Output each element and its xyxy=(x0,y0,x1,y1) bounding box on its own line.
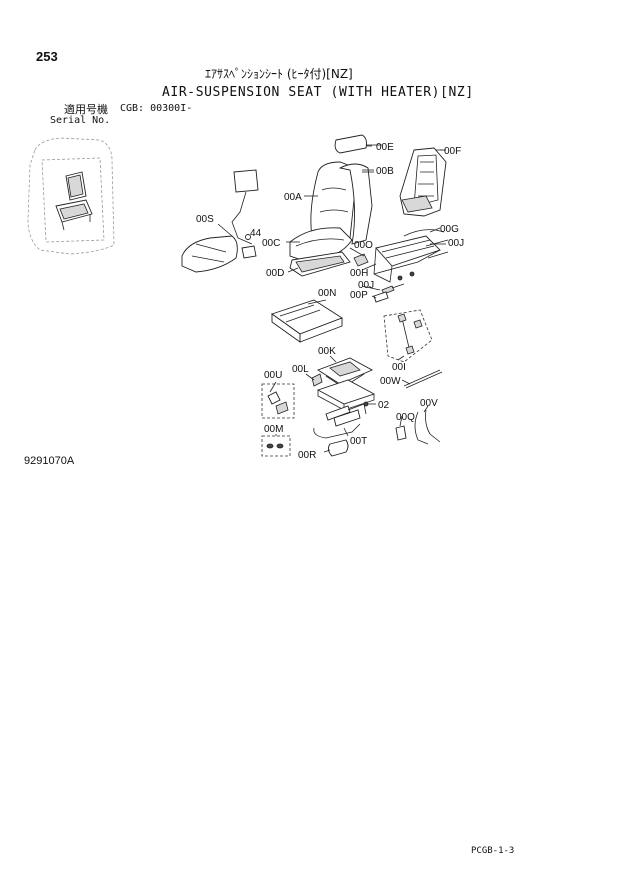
callout-00E: 00E xyxy=(376,142,394,153)
part-00K-suspension-mechanism xyxy=(316,357,376,411)
leader-lines xyxy=(217,145,446,453)
callout-00G: 00G xyxy=(440,224,459,235)
serial-range: CGB: 00300I- xyxy=(120,103,193,114)
applicable-serial-label-jp: 適用号機 xyxy=(64,103,108,116)
callout-00P: 00P xyxy=(350,290,368,301)
part-00D-seat-cushion-cover xyxy=(289,251,351,277)
part-00I-shock-absorber xyxy=(383,309,433,363)
cab-location-inset xyxy=(27,137,115,255)
page-code: PCGB-1-3 xyxy=(471,846,515,856)
part-00S-heater-pad xyxy=(181,169,259,273)
page-number: 253 xyxy=(36,49,58,64)
part-00N-suspension-cover xyxy=(271,299,343,343)
serial-label: Serial No. xyxy=(50,115,111,126)
title-english: AIR-SUSPENSION SEAT (WITH HEATER)[NZ] xyxy=(162,85,474,100)
callout-00O: 00O xyxy=(354,240,373,251)
part-00E-headrest xyxy=(334,134,382,154)
callout-44: 44 xyxy=(250,228,262,239)
callout-00N: 00N xyxy=(318,288,336,299)
figure-number: 9291070A xyxy=(24,455,75,467)
part-00L-bracket xyxy=(311,373,323,387)
callout-labels: 00E 00B 00F 00A 00S 44 00C 00O 00G 00J 0… xyxy=(196,142,464,461)
callout-00R: 00R xyxy=(298,450,316,461)
part-00T-cable-assembly xyxy=(313,401,369,439)
part-00H-slide-rail xyxy=(373,235,441,283)
part-00F-backrest-frame xyxy=(399,147,447,217)
callout-00H: 00H xyxy=(350,268,368,279)
callout-00W: 00W xyxy=(380,376,401,387)
callout-00J-upper: 00J xyxy=(448,238,464,249)
part-00B-backrest-cover xyxy=(338,163,374,245)
title-japanese: ｴｱｻｽﾍﾟﾝｼｮﾝｼｰﾄ (ﾋｰﾀ付)[NZ] xyxy=(205,67,353,81)
callout-00T: 00T xyxy=(350,436,367,447)
callout-00B: 00B xyxy=(376,166,394,177)
callout-02: 02 xyxy=(378,400,390,411)
part-00W-rod xyxy=(403,369,443,389)
part-00O-fitting xyxy=(353,253,369,267)
part-00P-clip xyxy=(373,291,389,303)
callout-00V: 00V xyxy=(420,398,438,409)
callout-00A: 00A xyxy=(284,192,302,203)
callout-00D: 00D xyxy=(266,268,284,279)
part-00V-clamp xyxy=(414,409,441,445)
callout-00Q: 00Q xyxy=(396,412,415,423)
callout-00C: 00C xyxy=(262,238,280,249)
callout-00L: 00L xyxy=(292,364,309,375)
part-00U-parts-set xyxy=(261,383,295,419)
part-00Q-knob xyxy=(395,425,407,441)
callout-00J-lower: 00J xyxy=(358,280,374,291)
part-00M-parts-set xyxy=(261,435,291,457)
callout-00F: 00F xyxy=(444,146,461,157)
callout-00K: 00K xyxy=(318,346,336,357)
callout-00I: 00I xyxy=(392,362,406,373)
callout-00M: 00M xyxy=(264,424,283,435)
callout-00S: 00S xyxy=(196,214,214,225)
callout-00U: 00U xyxy=(264,370,282,381)
part-00R-cap xyxy=(327,439,349,457)
